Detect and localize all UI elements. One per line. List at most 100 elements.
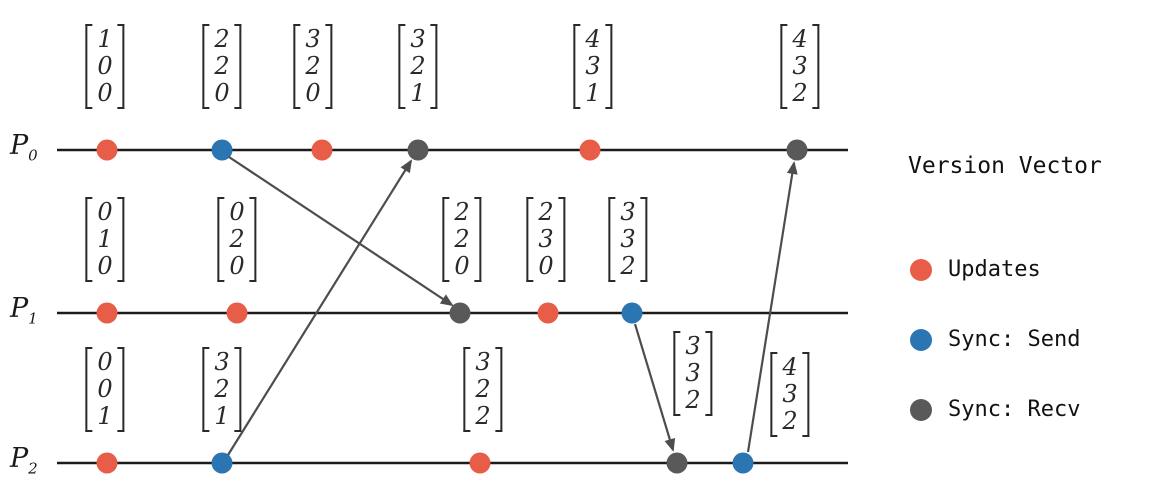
vector-entry: 2 bbox=[214, 25, 230, 53]
vector-entry: 3 bbox=[685, 359, 701, 387]
left-bracket-icon bbox=[85, 197, 93, 282]
process-letter: P bbox=[10, 293, 29, 324]
vector-entry: 2 bbox=[305, 52, 321, 80]
right-bracket-icon bbox=[430, 24, 438, 109]
left-bracket-icon bbox=[780, 24, 788, 109]
vector-entry: 1 bbox=[97, 225, 113, 253]
left-bracket-icon bbox=[463, 347, 471, 432]
right-bracket-icon bbox=[812, 24, 820, 109]
process-letter: P bbox=[10, 130, 29, 161]
left-bracket-icon bbox=[85, 347, 93, 432]
message-arrow-4 bbox=[746, 161, 798, 453]
left-bracket-icon bbox=[526, 197, 534, 282]
vector-entry: 4 bbox=[782, 353, 798, 381]
left-bracket-icon bbox=[202, 24, 210, 109]
vector-entry: 1 bbox=[97, 402, 113, 430]
legend-item-updates: Updates bbox=[910, 257, 1041, 282]
sync-send-dot-icon bbox=[910, 328, 932, 351]
right-bracket-icon bbox=[117, 24, 125, 109]
vector-entry: 2 bbox=[685, 386, 701, 414]
vector-entry: 0 bbox=[97, 79, 113, 107]
vector-entry: 3 bbox=[685, 332, 701, 360]
legend-label-updates: Updates bbox=[948, 257, 1041, 282]
vector-entry: 3 bbox=[585, 52, 601, 80]
vector-entry: 0 bbox=[305, 79, 321, 107]
p0-event-4-update-dot bbox=[579, 139, 601, 161]
process-subscript: 1 bbox=[28, 309, 38, 328]
left-bracket-icon bbox=[293, 24, 301, 109]
vector-entry: 1 bbox=[97, 25, 113, 53]
vector-entry: 0 bbox=[97, 348, 113, 376]
right-bracket-icon bbox=[249, 197, 257, 282]
p2-event-4-send-dot bbox=[732, 452, 754, 474]
vector-entry: 0 bbox=[97, 252, 113, 280]
p0-event-1-send-dot bbox=[211, 139, 233, 161]
right-bracket-icon bbox=[474, 197, 482, 282]
vector-entry: 3 bbox=[305, 25, 321, 53]
p1-event-1-update-dot bbox=[226, 302, 248, 324]
p1-event-0-update-dot bbox=[96, 302, 118, 324]
p1-event-3-update-dot bbox=[537, 302, 559, 324]
p1-event-4-send-dot bbox=[621, 302, 643, 324]
vector-entry: 3 bbox=[538, 225, 554, 253]
p2-event-0-update-dot bbox=[96, 452, 118, 474]
vector-entry: 2 bbox=[454, 225, 470, 253]
legend-item-sync-send: Sync: Send bbox=[910, 327, 1080, 352]
vector-entry: 1 bbox=[214, 402, 230, 430]
process-label-p0: P0 bbox=[10, 130, 38, 164]
right-bracket-icon bbox=[234, 24, 242, 109]
vector-entry: 2 bbox=[475, 402, 491, 430]
right-bracket-icon bbox=[558, 197, 566, 282]
p0-event-5-recv-dot bbox=[786, 139, 808, 161]
vector-entry: 1 bbox=[410, 79, 426, 107]
process-subscript: 0 bbox=[28, 146, 38, 165]
vector-entry: 2 bbox=[782, 407, 798, 435]
right-bracket-icon bbox=[117, 197, 125, 282]
vector-entry: 2 bbox=[538, 198, 554, 226]
vector-entry: 2 bbox=[214, 375, 230, 403]
legend-label-sync-send: Sync: Send bbox=[948, 327, 1081, 352]
vector-entry: 2 bbox=[410, 52, 426, 80]
vector-entry: 0 bbox=[97, 198, 113, 226]
vector-entry: 4 bbox=[792, 25, 808, 53]
left-bracket-icon bbox=[85, 24, 93, 109]
vector-entry: 0 bbox=[229, 252, 245, 280]
vector-entry: 3 bbox=[782, 380, 798, 408]
message-arrow-2 bbox=[227, 159, 413, 456]
left-bracket-icon bbox=[608, 197, 616, 282]
vector-entry: 2 bbox=[792, 79, 808, 107]
right-bracket-icon bbox=[325, 24, 333, 109]
left-bracket-icon bbox=[442, 197, 450, 282]
vector-entry: 2 bbox=[620, 252, 636, 280]
left-bracket-icon bbox=[202, 347, 210, 432]
legend-title: Version Vector bbox=[908, 153, 1102, 179]
